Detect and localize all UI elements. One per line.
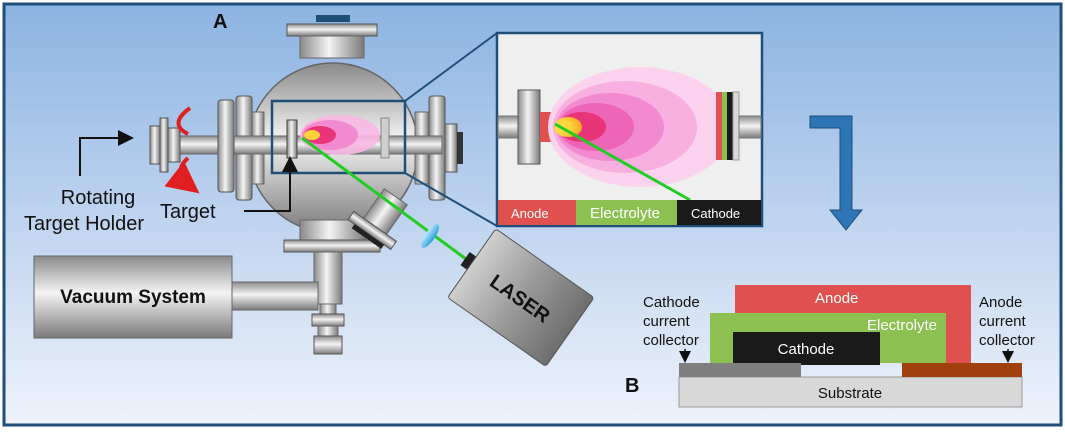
battery-stack: Substrate Anode Electrolyte Cathode Cath… bbox=[643, 285, 1035, 408]
zoom-line-top bbox=[404, 32, 498, 102]
bottom-knob bbox=[311, 313, 345, 327]
inset-bar-anode bbox=[498, 200, 576, 225]
stack-anode-collector bbox=[902, 363, 1022, 377]
right-cap bbox=[444, 123, 458, 173]
stack-anode-label: Anode bbox=[815, 290, 858, 307]
inset-shaft-right bbox=[738, 115, 762, 139]
shaft-flange bbox=[217, 99, 235, 193]
inset-deposit-anode bbox=[716, 92, 722, 160]
target-label: Target bbox=[160, 201, 216, 223]
bottom-flange bbox=[283, 239, 381, 253]
stack-cathode bbox=[733, 332, 880, 365]
top-flange bbox=[286, 23, 378, 37]
laser-port bbox=[347, 188, 408, 251]
stack-substrate-label: Substrate bbox=[818, 385, 882, 402]
inset-laser-beam bbox=[554, 122, 691, 202]
inset-bar-cathode bbox=[677, 200, 761, 225]
inset-holder bbox=[517, 89, 541, 165]
process-arrow bbox=[809, 115, 864, 231]
chamber-zoom-box bbox=[270, 99, 407, 175]
inset-plume-core bbox=[554, 117, 582, 137]
inset-shaft-left bbox=[497, 115, 519, 139]
rotation-arrow-bottom bbox=[164, 156, 200, 194]
inset-deposit-electrolyte bbox=[722, 92, 727, 160]
right-cap-end bbox=[457, 132, 463, 164]
substrate-small bbox=[380, 117, 390, 159]
holder-pointer bbox=[79, 130, 134, 176]
top-port-cap bbox=[316, 15, 350, 22]
cathode-cc-label-1: Cathode bbox=[643, 294, 700, 311]
panel-label-a: A bbox=[213, 11, 227, 33]
holder-knob-inner bbox=[167, 127, 181, 163]
top-neck bbox=[299, 35, 365, 59]
cathode-cc-label-3: collector bbox=[643, 332, 699, 349]
inset-bar-cathode-label: Cathode bbox=[691, 206, 740, 221]
stack-cathode-collector bbox=[679, 363, 801, 377]
zoom-line-bottom bbox=[404, 172, 498, 227]
rotation-arrow-top bbox=[176, 106, 192, 136]
laser-body bbox=[448, 229, 594, 366]
vacuum-system-label: Vacuum System bbox=[60, 287, 206, 308]
plume-small-core bbox=[304, 130, 320, 140]
laser-unit: LASER bbox=[448, 229, 594, 366]
holder-knob-plate bbox=[159, 117, 169, 173]
cathode-cc-label-2: current bbox=[643, 313, 691, 330]
bottom-valve bbox=[319, 303, 337, 315]
bottom-pipe bbox=[313, 251, 343, 305]
focusing-lens bbox=[420, 224, 440, 248]
rotating-holder-label-2: Target Holder bbox=[24, 213, 144, 235]
vacuum-pipe bbox=[231, 281, 319, 311]
inset-deposit-cathode bbox=[727, 92, 733, 160]
vacuum-system-box bbox=[33, 255, 233, 339]
anode-cc-label-3: collector bbox=[979, 332, 1035, 349]
inset-bar-anode-label: Anode bbox=[511, 206, 549, 221]
holder-knob-outer bbox=[149, 125, 161, 165]
target-disc bbox=[286, 119, 298, 159]
anode-cc-label-1: Anode bbox=[979, 294, 1022, 311]
stack-cathode-label: Cathode bbox=[778, 341, 835, 358]
laser-beam bbox=[301, 136, 471, 264]
inset-bar-electrolyte-label: Electrolyte bbox=[590, 205, 660, 222]
bottom-foot bbox=[313, 335, 343, 355]
inset-deposit-substrate bbox=[732, 91, 740, 161]
anode-cc-label-2: current bbox=[979, 313, 1027, 330]
stack-substrate bbox=[678, 376, 1023, 408]
laser-aperture bbox=[460, 252, 477, 270]
target-pointer bbox=[244, 156, 298, 212]
bottom-knob-base bbox=[317, 325, 339, 337]
rotating-holder-label-1: Rotating bbox=[61, 187, 136, 209]
inset-panel: Anode Electrolyte Cathode bbox=[495, 31, 764, 228]
panel-label-b: B bbox=[625, 375, 639, 397]
inset-bar-electrolyte bbox=[576, 200, 677, 225]
stack-electrolyte-label: Electrolyte bbox=[867, 317, 937, 334]
